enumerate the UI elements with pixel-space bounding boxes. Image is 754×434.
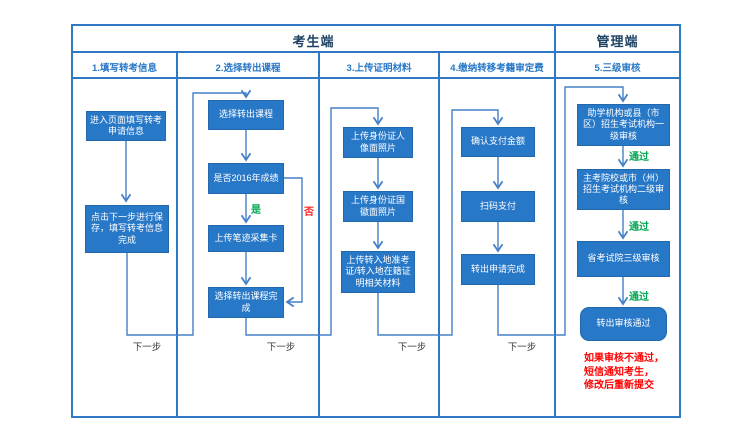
- node-select-course: 选择转出课程: [208, 100, 284, 130]
- node-upload-handwriting-card: 上传笔迹采集卡: [208, 225, 284, 252]
- edge-label-next-4: 下一步: [507, 342, 537, 353]
- reject-note-line-1: 如果审核不通过，: [584, 353, 664, 364]
- node-level3-review: 省考试院三级审核: [577, 241, 670, 277]
- edge-label-yes: 是: [251, 205, 261, 216]
- reject-note-line-3: 修改后重新提交: [584, 380, 654, 391]
- edge-label-pass-3: 通过: [629, 292, 649, 303]
- node-level1-review: 助学机构或县（市区）招生考试机构一级审核: [577, 104, 670, 146]
- node-upload-id-back: 上传身份证国徽面照片: [343, 191, 413, 222]
- connector-line-no-branch: [284, 177, 303, 308]
- node-select-course-complete: 选择转出课程完成: [208, 287, 284, 318]
- node-review-passed: 转出审核通过: [580, 307, 667, 341]
- node-upload-id-front: 上传身份证人像面照片: [343, 127, 413, 158]
- edge-label-next-3: 下一步: [397, 342, 427, 353]
- node-upload-transfer-materials: 上传转入地准考证/转入地在籍证明相关材料: [341, 251, 415, 293]
- node-is-2016-score: 是否2016年成绩: [208, 163, 284, 194]
- node-confirm-amount: 确认支付金额: [461, 127, 535, 157]
- reject-note-line-2: 短信通知考生，: [584, 366, 654, 378]
- reject-note: 如果审核不通过， 短信通知考生， 修改后重新提交: [584, 352, 664, 393]
- edge-label-pass-1: 通过: [629, 152, 649, 163]
- step-label-2: 2.选择转出课程: [215, 63, 281, 74]
- lane-title-admin: 管理端: [596, 34, 639, 49]
- step-label-3: 3.上传证明材料: [346, 63, 412, 74]
- step-label-5: 5.三级审核: [594, 63, 641, 74]
- node-transfer-request-complete: 转出申请完成: [461, 254, 535, 285]
- node-save-complete: 点击下一步进行保存，填写转考信息完成: [85, 205, 169, 253]
- node-level2-review: 主考院校或市（州）招生考试机构二级审核: [577, 169, 670, 210]
- node-scan-pay: 扫码支付: [461, 191, 535, 222]
- edge-label-next-2: 下一步: [266, 342, 296, 353]
- step-label-4: 4.缴纳转移考籍审定费: [450, 63, 544, 74]
- node-enter-info: 进入页面填写转考申请信息: [86, 111, 166, 141]
- edge-label-no: 否: [304, 207, 314, 218]
- edge-label-next-1: 下一步: [132, 342, 162, 353]
- step-label-1: 1.填写转考信息: [92, 63, 157, 74]
- lane-title-candidate: 考生端: [292, 34, 335, 49]
- edge-label-pass-2: 通过: [629, 222, 649, 233]
